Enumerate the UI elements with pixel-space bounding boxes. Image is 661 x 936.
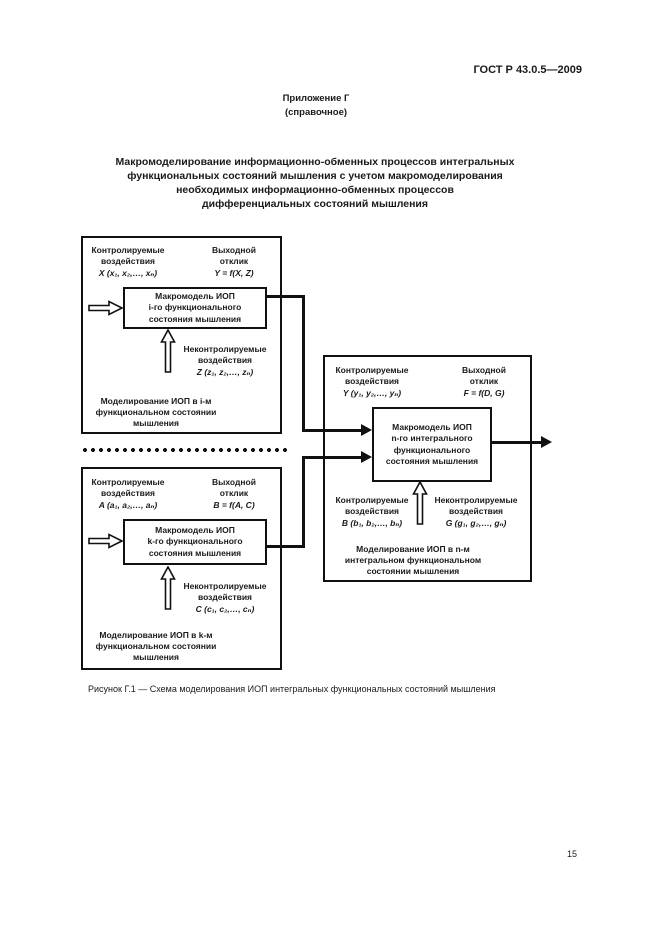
figure-caption: Рисунок Г.1 — Схема моделирования ИОП ин… [88,684,496,694]
block-n-model-text: Макромодель ИОП n-го интегрального функц… [385,422,479,466]
block-n-response-vars: F = f(D, G) [463,388,505,398]
connector-k-v [302,456,305,548]
block-k-controlled-vars: A (a₁, a₂,…, aₙ) [98,500,158,510]
block-n-uncontrolled-label: Неконтролируемые воздействия [434,495,518,516]
block-k-model-box: Макромодель ИОП k-го функционального сос… [123,519,267,565]
block-k-controlled-label: Контролируемые воздействия [91,477,165,498]
block-i-controlled-label: Контролируемые воздействия [91,245,165,266]
block-n-controlled2-vars: B (b₁, b₂,…, bₙ) [341,518,403,528]
block-k-footer: Моделирование ИОП в k-м функциональном с… [95,630,217,662]
block-k-uncontrolled-arrow-icon [160,566,176,610]
block-i-response-label: Выходной отклик [212,245,256,266]
standard-number: ГОСТ Р 43.0.5—2009 [473,64,582,76]
arrowhead-k-icon [361,451,372,463]
connector-n-out-h [492,441,542,444]
connector-i-in-h [302,429,362,432]
block-i-footer: Моделирование ИОП в i-м функциональном с… [95,396,217,428]
block-i-model-box: Макромодель ИОП i-го функционального сос… [123,287,267,329]
block-k-model-text: Макромодель ИОП k-го функционального сос… [147,525,243,558]
block-k-uncontrolled-vars: C (c₁, c₂,…, cₙ) [195,604,255,614]
block-n-controlled2-label: Контролируемые воздействия [335,495,409,516]
document-title: Макромоделирование информационно-обменны… [115,156,515,210]
connector-i-out-h [267,295,305,298]
connector-k-in-h [302,456,362,459]
arrowhead-n-icon [541,436,552,448]
block-n-uncontrolled-vars: G (g₁, g₂,…, gₙ) [445,518,507,528]
arrowhead-i-icon [361,424,372,436]
block-i-response-vars: Y = f(X, Z) [214,268,254,278]
block-k-frame [81,467,282,670]
block-i-model-text: Макромодель ИОП i-го функционального сос… [148,291,242,324]
block-i-controlled-vars: X (x₁, x₂,…, xₙ) [98,268,158,278]
block-k-response-vars: B = f(A, C) [213,500,255,510]
block-n-model-box: Макромодель ИОП n-го интегрального функц… [372,407,492,482]
connector-k-out-h [267,545,305,548]
block-n-footer: Моделирование ИОП в n-м интегральном фун… [344,544,482,576]
block-i-uncontrolled-arrow-icon [160,329,176,373]
page-number: 15 [567,849,578,859]
block-i-input-arrow-icon [88,300,124,316]
block-k-input-arrow-icon [88,533,124,549]
block-n-controlled-label: Контролируемые воздействия [335,365,409,386]
block-n-response-label: Выходной отклик [462,365,506,386]
block-k-uncontrolled-label: Неконтролируемые воздействия [183,581,267,602]
block-i-uncontrolled-vars: Z (z₁, z₂,…, zₙ) [196,367,254,377]
block-n-controlled-vars: Y (y₁, y₂,…, yₙ) [342,388,402,398]
connector-i-v [302,295,305,432]
block-i-frame [81,236,282,434]
appendix-label: Приложение Г [282,93,350,104]
block-i-uncontrolled-label: Неконтролируемые воздействия [183,344,267,365]
block-k-response-label: Выходной отклик [212,477,256,498]
block-n-uncontrolled-arrow-icon [412,481,428,525]
appendix-note: (справочное) [284,106,348,118]
dotted-separator [81,447,289,453]
